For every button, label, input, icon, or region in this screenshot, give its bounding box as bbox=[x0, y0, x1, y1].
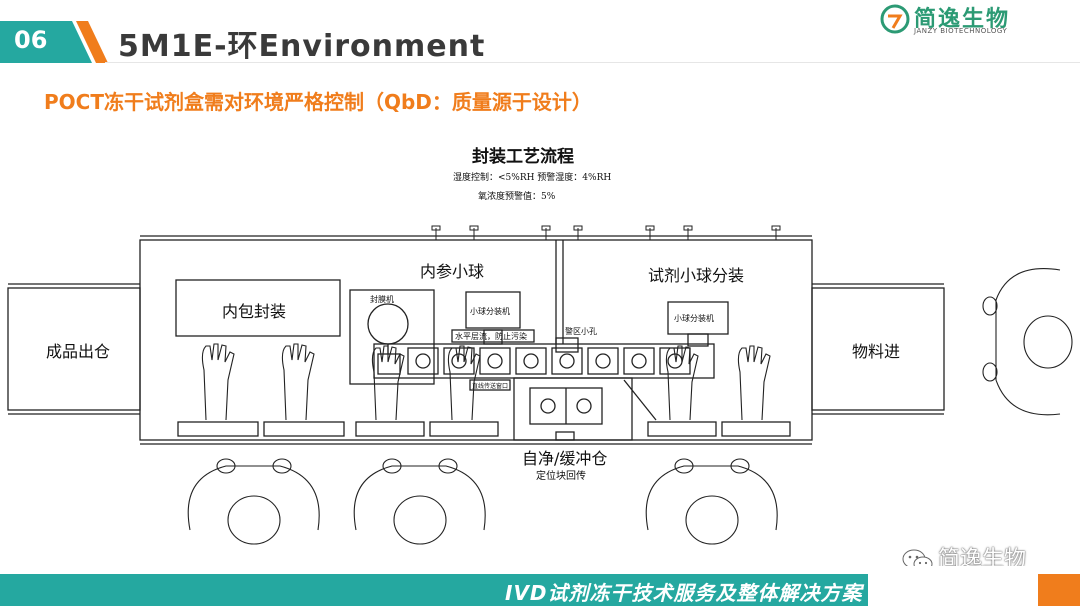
humidity-spec: 湿度控制：<5%RH 预警湿度：4%RH bbox=[453, 173, 612, 183]
inner-pack-label: 内包封装 bbox=[222, 302, 287, 321]
footer-brand-english: JANZY BIOTECHNOLOGY bbox=[914, 27, 1008, 35]
position-return-label: 定位块回传 bbox=[536, 471, 586, 482]
process-diagram bbox=[7, 225, 1073, 545]
operator-3 bbox=[645, 458, 778, 545]
footer: IVD试剂冻干技术服务及整体解决方案 bbox=[0, 566, 1080, 606]
material-in-chamber bbox=[811, 287, 945, 411]
section-number: 06 bbox=[14, 26, 48, 54]
oxygen-spec: 氧浓度预警值：5% bbox=[478, 192, 556, 202]
reagent-ball-label: 试剂小球分装 bbox=[648, 266, 745, 285]
dispenser-box-1 bbox=[465, 291, 521, 329]
footer-logo-area bbox=[868, 566, 1038, 606]
inner-pack-box bbox=[175, 279, 341, 337]
footer-accent bbox=[1038, 574, 1080, 606]
section-badge-shape bbox=[0, 21, 108, 63]
operator-1 bbox=[187, 458, 320, 545]
sealer-box bbox=[349, 289, 435, 385]
section-badge bbox=[0, 17, 108, 63]
inner-ball-label: 内参小球 bbox=[420, 262, 485, 281]
self-clean-chamber bbox=[513, 377, 633, 441]
self-clean-label: 自净/缓冲仓 bbox=[522, 449, 608, 468]
laminar-label: 水平层流，防止污染 bbox=[455, 332, 527, 341]
finished-out-chamber bbox=[7, 287, 141, 411]
brand-logo-icon bbox=[880, 4, 910, 34]
alarm-hole-label: 警区小孔 bbox=[565, 327, 597, 336]
ball-dispenser-2-label: 小球分装机 bbox=[674, 314, 714, 323]
page-subtitle: POCT冻干试剂盒需对环境严格控制（QbD：质量源于设计） bbox=[44, 90, 592, 114]
ball-dispenser-1-label: 小球分装机 bbox=[470, 307, 510, 316]
conveyor bbox=[373, 343, 715, 379]
operator-4 bbox=[982, 268, 1073, 416]
diagram-title: 封装工艺流程 bbox=[472, 147, 574, 167]
header-divider bbox=[105, 62, 1080, 63]
transfer-window-label: 直线传送窗口 bbox=[472, 383, 509, 390]
footer-brand-name: 简逸生物 bbox=[914, 7, 1011, 32]
material-in-label: 物料进 bbox=[852, 342, 901, 361]
operator-2 bbox=[353, 458, 486, 545]
page-title: 5M1E-环Environment bbox=[118, 29, 486, 64]
footer-slogan: IVD试剂冻干技术服务及整体解决方案 bbox=[505, 581, 863, 605]
sealer-label: 封膜机 bbox=[370, 295, 394, 304]
finished-out-label: 成品出仓 bbox=[46, 342, 111, 361]
